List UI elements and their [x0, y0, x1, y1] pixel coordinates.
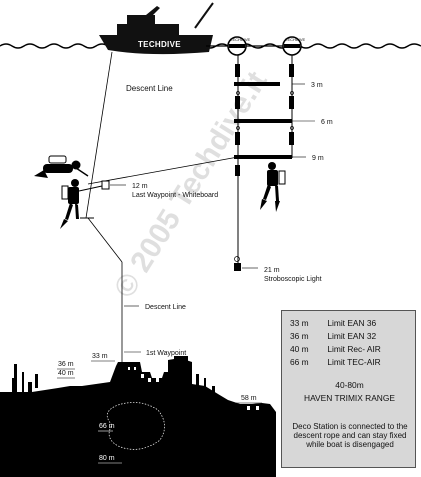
- wreck-depth-66: 66 m: [99, 423, 115, 430]
- limit-depth: 40 m: [290, 344, 309, 354]
- wreck-depth-80: 80 m: [99, 455, 115, 462]
- limit-row: 36 m Limit EAN 32: [290, 331, 376, 341]
- sea-surface: [0, 43, 421, 49]
- gas-limits-panel: 33 m Limit EAN 36 36 m Limit EAN 32 40 m…: [281, 310, 416, 468]
- wreck-depth-58: 58 m: [241, 395, 257, 402]
- upper-descent-line: [85, 51, 113, 219]
- limit-depth: 66 m: [290, 357, 309, 367]
- upper-descent-label: Descent Line: [126, 84, 173, 93]
- buoy-right: TECHDIVE: [282, 36, 306, 56]
- limit-row: 66 m Limit TEC-AIR: [290, 357, 381, 367]
- shipwreck: [0, 356, 276, 477]
- diver-whiteboard-icon: [60, 179, 103, 229]
- buoy-left: TECHDIVE: [227, 36, 251, 56]
- deco-stop-9m: 9 m: [312, 155, 324, 162]
- limit-label: Limit Rec- AIR: [327, 344, 381, 354]
- deco-stop-6m: 6 m: [321, 119, 333, 126]
- limit-row: 33 m Limit EAN 36: [290, 318, 376, 328]
- first-waypoint-label: 1st Waypoint: [146, 350, 186, 357]
- wreck-depth-33: 33 m: [92, 353, 108, 360]
- last-waypoint-depth: 12 m: [132, 183, 148, 190]
- strobe-icon: [234, 263, 241, 271]
- deco-station: [234, 55, 294, 271]
- limit-label: Limit EAN 36: [327, 318, 377, 328]
- buoy-label-right: TECHDIVE: [285, 37, 306, 42]
- diver-deco-icon: [260, 162, 286, 212]
- trimix-range-label: HAVEN TRIMIX RANGE: [304, 393, 395, 403]
- last-waypoint-label: Last Waypoint - Whiteboard: [132, 192, 218, 199]
- buoy-label-left: TECHDIVE: [230, 37, 251, 42]
- deco-stop-3m: 3 m: [311, 82, 323, 89]
- trimix-range-depths: 40-80m: [335, 380, 364, 390]
- lower-descent-label: Descent Line: [145, 304, 186, 311]
- lower-descent-line: [87, 217, 123, 263]
- whiteboard-icon: [101, 180, 110, 190]
- limit-depth: 33 m: [290, 318, 309, 328]
- boat-name: TECHDIVE: [138, 40, 181, 49]
- dive-boat: TECHDIVE: [99, 2, 214, 55]
- limit-depth: 36 m: [290, 331, 309, 341]
- limit-label: Limit EAN 32: [327, 331, 377, 341]
- limit-label: Limit TEC-AIR: [327, 357, 381, 367]
- wreck-depth-36: 36 m: [58, 361, 74, 368]
- diver-swimming-icon: [34, 155, 89, 178]
- strobe-depth: 21 m: [264, 267, 280, 274]
- deco-station-note: Deco Station is connected to the descent…: [292, 422, 408, 449]
- strobe-label: Stroboscopic Light: [264, 276, 322, 283]
- wreck-depth-40: 40 m: [58, 370, 74, 377]
- limit-row: 40 m Limit Rec- AIR: [290, 344, 381, 354]
